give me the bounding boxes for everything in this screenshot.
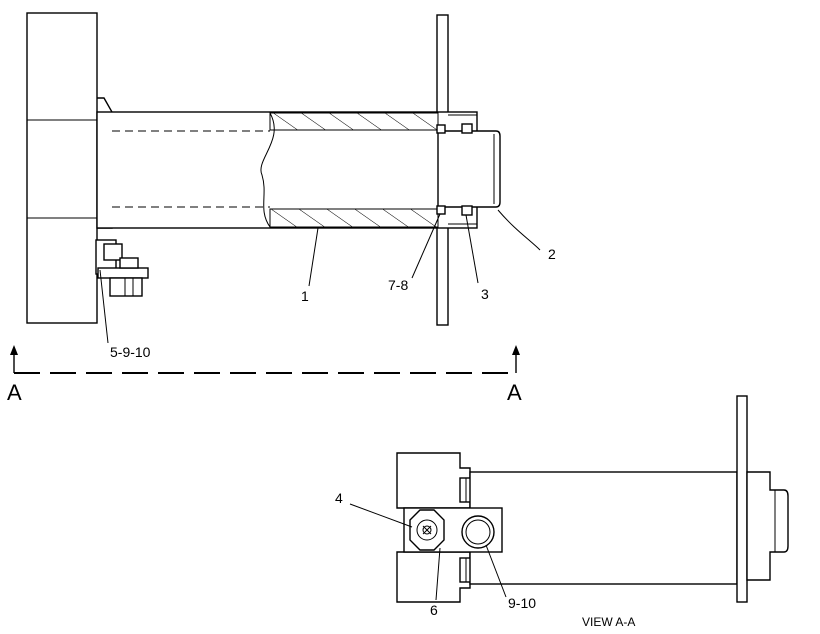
section-line-a-a [10,345,520,374]
housing-wall-bottom-hatch [269,208,439,228]
callout-9-10: 9-10 [508,595,536,611]
housing-tube-end-view [469,471,738,585]
seal-ring [436,124,446,134]
vertical-plate-end-view [736,395,748,603]
callout-3: 3 [481,286,489,302]
shaft-stub [746,471,789,581]
callout-5-9-10: 5-9-10 [110,344,151,360]
leader-lines-view-a-a [349,503,507,601]
section-letter-left: A [7,380,22,405]
round-bushing [461,515,495,549]
main-assembly-side-view [26,12,501,326]
bracket-bolt-group [95,239,149,297]
section-letter-right: A [507,380,522,405]
bearing-top [461,123,473,134]
view-title: VIEW A-A [582,615,635,629]
mounting-plate [26,12,98,324]
callout-6: 6 [430,602,438,618]
callout-7-8: 7-8 [388,277,408,293]
bearing-bottom [461,205,473,216]
view-a-a [396,395,789,603]
callout-2: 2 [548,246,556,262]
housing-wall-top-hatch [269,112,439,131]
shaft-end [437,130,501,208]
callout-4: 4 [335,490,343,506]
callout-1: 1 [301,288,309,304]
leader-lines-top [99,209,541,344]
seal-ring-bottom [436,205,446,215]
